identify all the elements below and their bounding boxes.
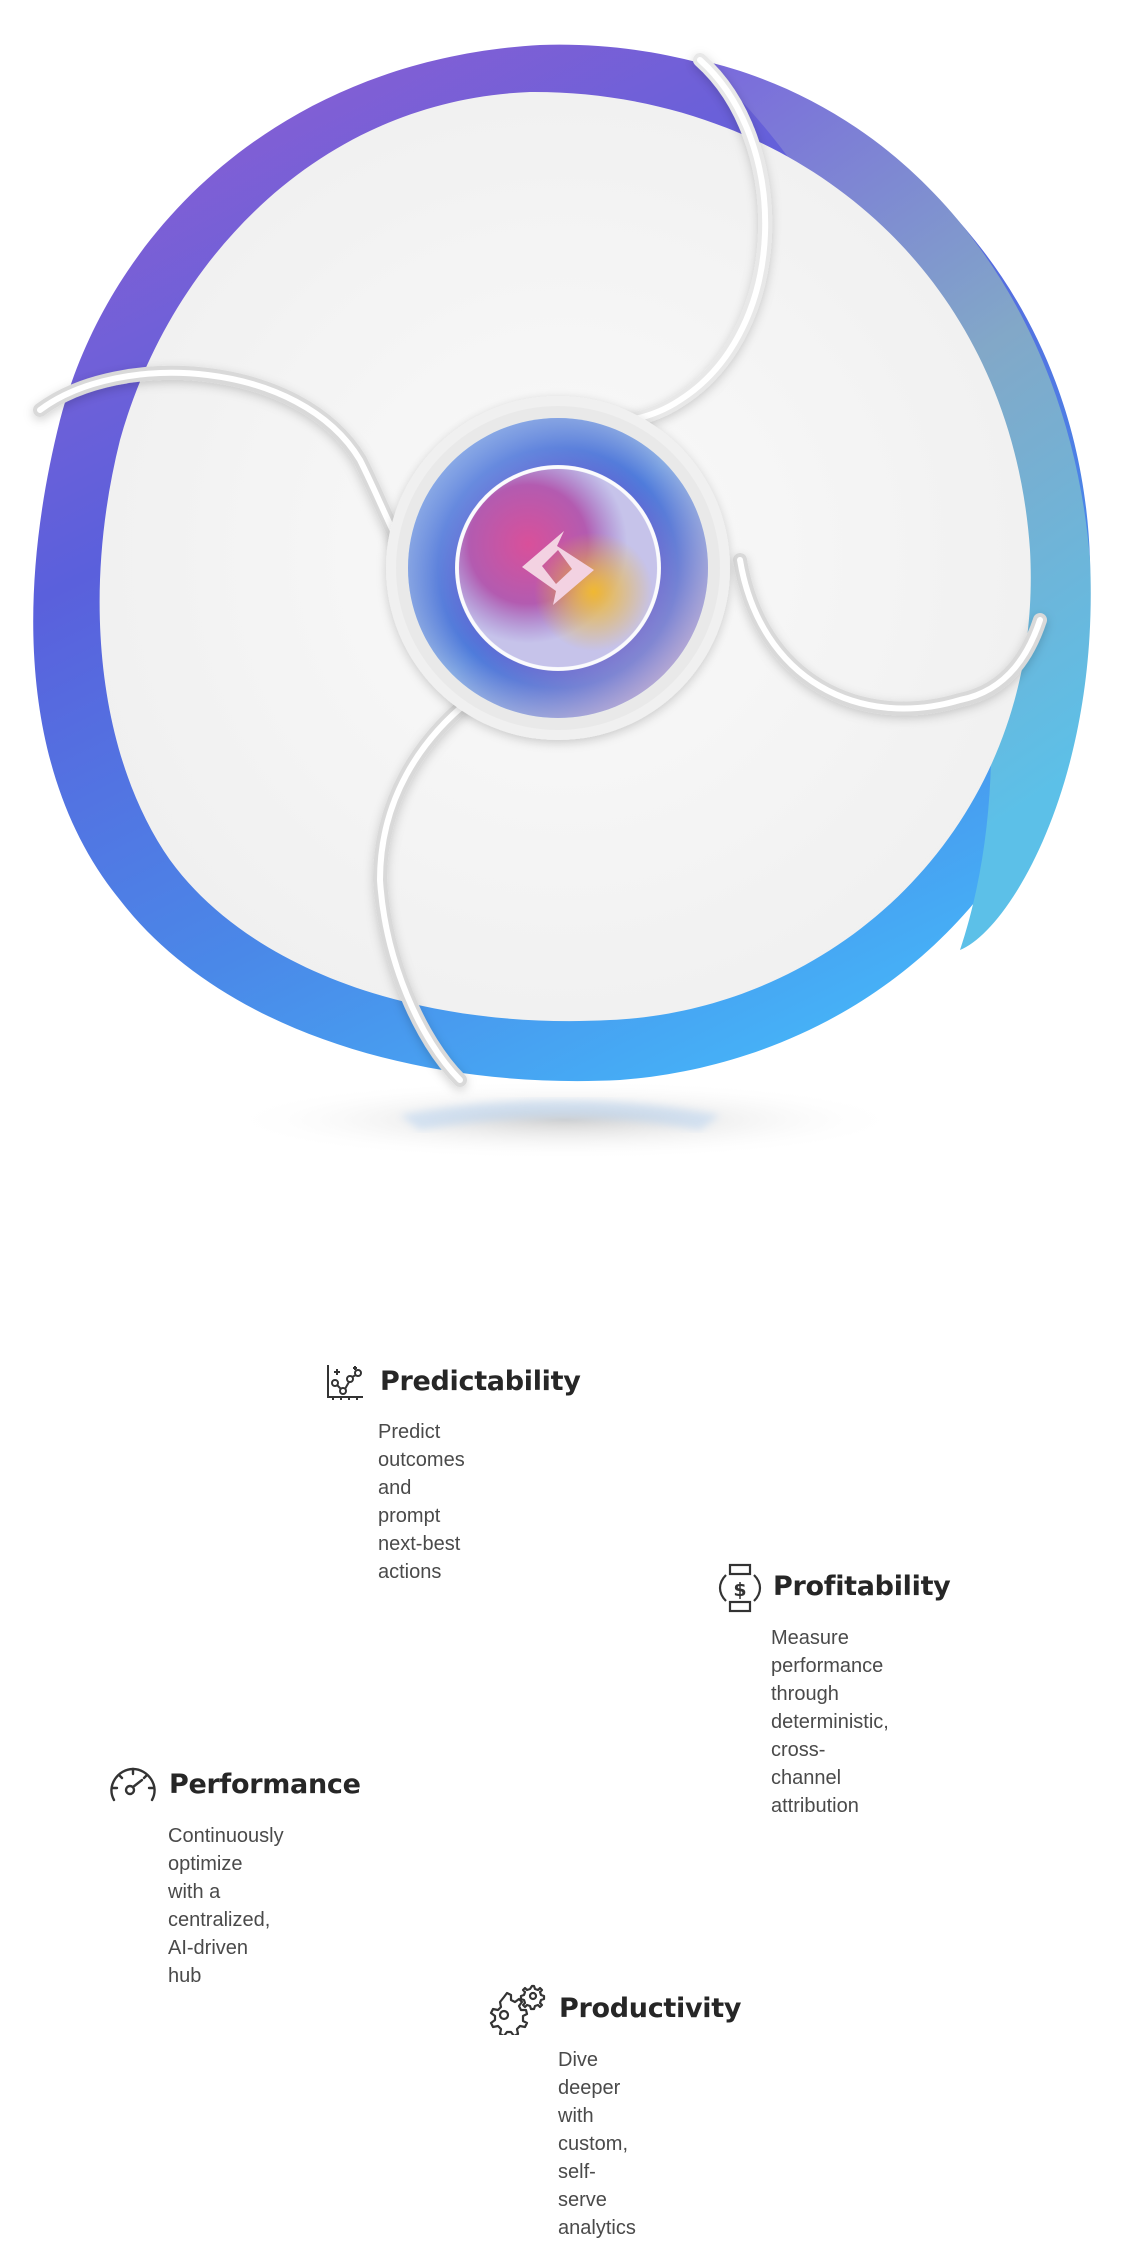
petal-wheel-diagram: Predictability Predict outcomes and prom…	[33, 44, 1091, 2239]
segment-title: Predictability	[380, 1366, 581, 1397]
segment-description: Dive deeper with custom, self-serve anal…	[558, 2049, 636, 2239]
diamond-star-logo-icon	[522, 531, 594, 605]
scatter-chart-icon	[327, 1365, 363, 1400]
speedometer-icon	[110, 1767, 156, 1802]
segment-title: Profitability	[773, 1571, 951, 1602]
dollar-cycle-icon: $	[718, 1563, 762, 1613]
segment-title: Productivity	[559, 1993, 742, 2024]
segment-title: Performance	[169, 1769, 361, 1800]
svg-text:$: $	[733, 1579, 746, 1601]
segment-description: Predict outcomes and prompt next-best ac…	[378, 1421, 465, 1583]
gears-icon	[489, 1984, 546, 2035]
segment-description: Continuously optimize with a centralized…	[168, 1825, 284, 1987]
segment-description: Measure performance through deterministi…	[771, 1627, 889, 1817]
wheel-graphic	[33, 44, 1091, 1160]
